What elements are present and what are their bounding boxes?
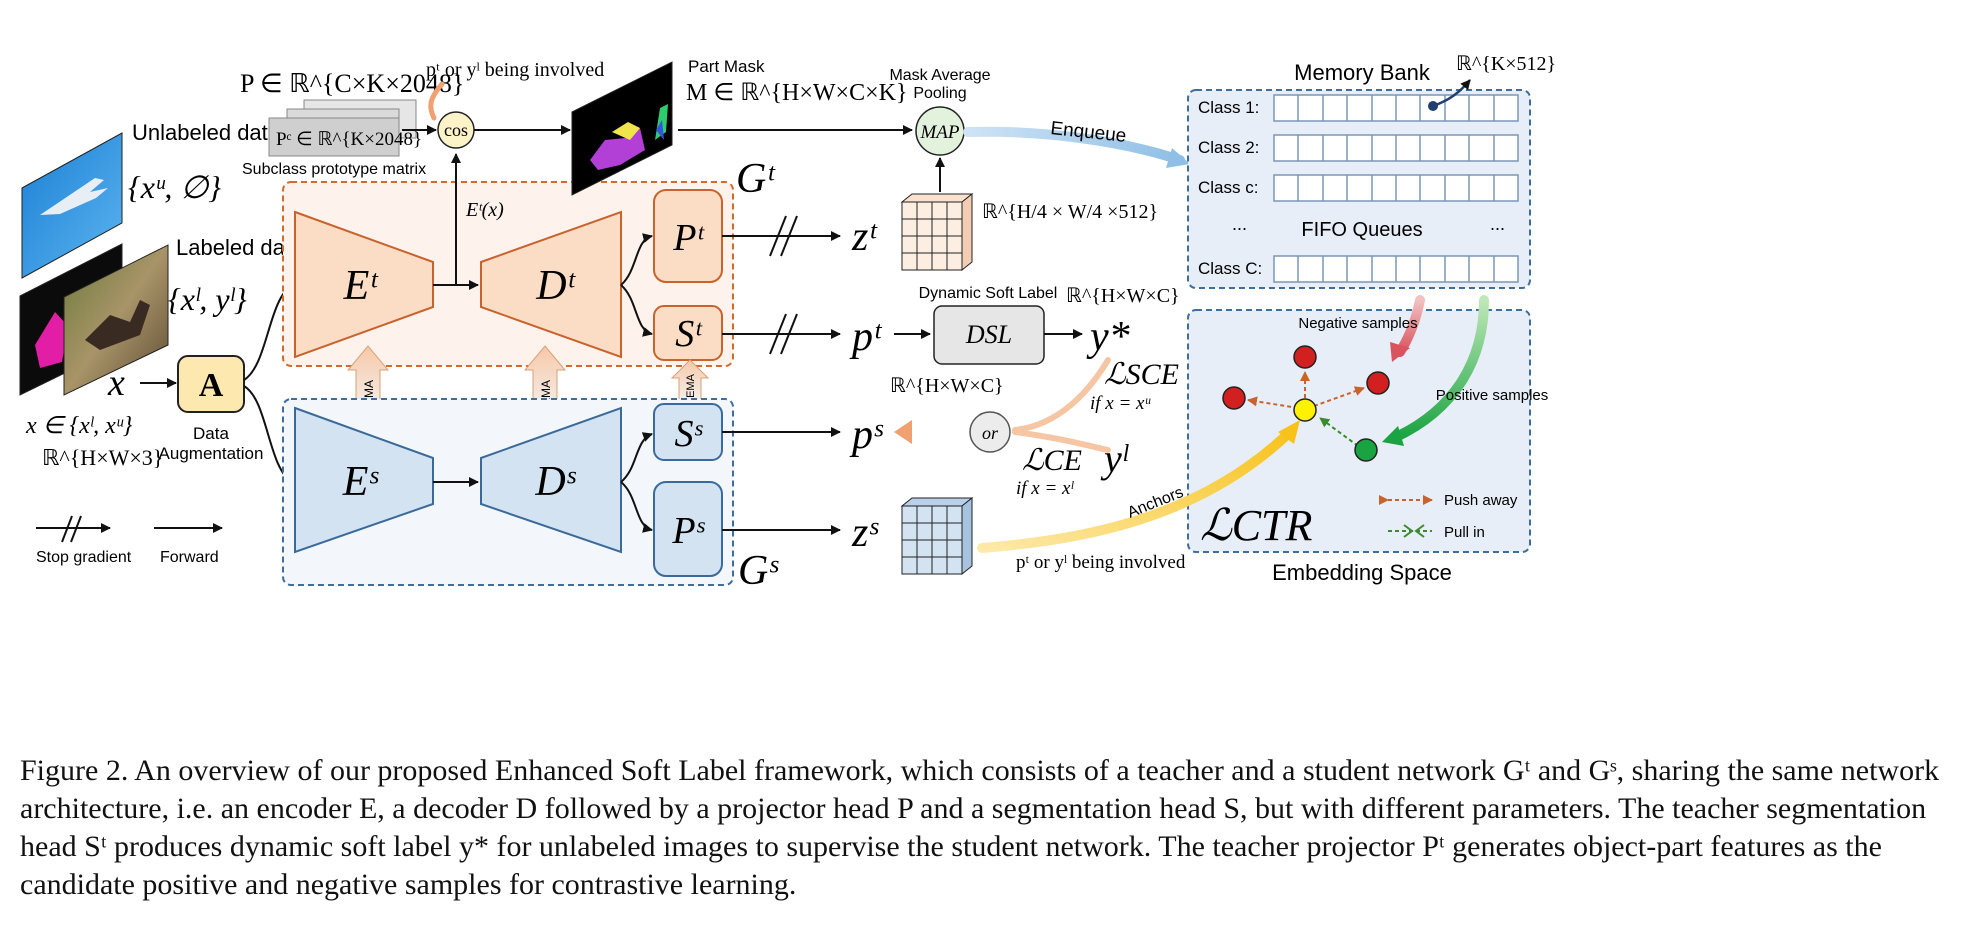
cos-label: cos: [444, 120, 468, 140]
augmentation-label-1: Data: [193, 424, 229, 443]
dsl-output: y*: [1086, 314, 1130, 360]
memory-queues-label: FIFO Queues: [1301, 219, 1422, 241]
student-name: Gˢ: [738, 548, 779, 594]
part-mask-title: Part Mask: [688, 57, 765, 76]
teacher-projector-label: Pᵗ: [672, 217, 705, 259]
input-x: x: [107, 362, 125, 404]
map-title-1: Mask Average: [889, 67, 990, 84]
teacher-name: Gᵗ: [736, 156, 776, 202]
student-decoder: [480, 406, 622, 554]
student-p: pˢ: [849, 412, 884, 458]
student-projector-label: Pˢ: [671, 510, 705, 552]
anchors-involved: pᵗ or yˡ being involved: [1016, 552, 1186, 573]
dsl-shape: ℝ^{H×W×C}: [1066, 285, 1180, 307]
memory-row-class-c: Class c:: [1198, 174, 1519, 202]
embedding-panel: [1187, 309, 1531, 553]
prototype-P-label: P ∈ ℝ^{C×K×2048}: [240, 69, 464, 98]
loss-sce: ℒSCE: [1104, 358, 1179, 391]
augmentation-label-2: Augmentation: [159, 444, 264, 463]
map-feature-shape: ℝ^{H/4 × W/4 ×512}: [982, 201, 1158, 223]
part-mask-formula: M ∈ ℝ^{H×W×C×K}: [686, 80, 907, 106]
ema-arrow-head: EMA: [670, 359, 710, 405]
memory-row-label: Class 2:: [1198, 138, 1259, 157]
prototype-involved: pᵗ or yˡ being involved: [426, 59, 604, 81]
involved-arrow: [428, 81, 445, 121]
embedding-title: Embedding Space: [1272, 560, 1452, 585]
memory-row-class-C: Class C:: [1198, 255, 1519, 283]
input-domain: x ∈ {xˡ, xᵘ}: [25, 413, 133, 439]
student-encoder-label: Eˢ: [342, 459, 380, 505]
teacher-p: pᵗ: [849, 314, 883, 360]
anchors-arrow: [977, 425, 1297, 553]
loss-yl: yˡ: [1100, 436, 1129, 481]
figure-caption: Figure 2. An overview of our proposed En…: [20, 754, 1940, 901]
enqueue-arrow: [963, 126, 1185, 165]
loss-ce-condition: if x = xˡ: [1016, 478, 1074, 499]
negative-sample: [1366, 371, 1390, 395]
memory-ellipsis-left: ...: [1232, 214, 1247, 234]
push-legend-label: Push away: [1444, 492, 1518, 509]
loss-ctr: ℒCTR: [1200, 501, 1313, 550]
dsl-symbol: DSL: [965, 320, 1012, 349]
framework-diagram: Unlabeled data {xᵘ, ∅} Labeled data {xˡ,…: [19, 53, 1556, 594]
loss-sce-condition: if x = xᵘ: [1090, 393, 1151, 414]
teacher-decoder: [480, 210, 622, 359]
or-arrow-head: [894, 420, 912, 444]
negative-sample: [1222, 386, 1246, 410]
student-seg-head-label: Sˢ: [674, 413, 703, 455]
teacher-feature-cube: [900, 192, 974, 272]
anchor-sample: [1293, 398, 1317, 422]
unlabeled-title: Unlabeled data: [132, 120, 281, 145]
student-z: zˢ: [851, 510, 879, 556]
negative-label-1: Negative samples: [1298, 315, 1417, 332]
prototype-stack: [268, 99, 417, 157]
input-shape: ℝ^{H×W×3}: [42, 445, 163, 470]
teacher-encoder: [294, 210, 434, 359]
loss-ce: ℒCE: [1022, 444, 1082, 477]
pull-legend-label: Pull in: [1444, 524, 1485, 541]
map-symbol: MAP: [919, 122, 959, 143]
negative-sample: [1293, 345, 1317, 369]
ps-shape: ℝ^{H×W×C}: [890, 375, 1004, 397]
memory-ellipsis-right: ...: [1490, 214, 1505, 234]
memory-row-label: Class 1:: [1198, 98, 1259, 117]
part-mask-image: [571, 61, 673, 196]
memory-row-class-2: Class 2:: [1198, 134, 1519, 162]
positive-arrow: [1389, 295, 1489, 443]
teacher-z: zᵗ: [851, 214, 878, 260]
positive-sample: [1354, 438, 1378, 462]
or-label: or: [982, 423, 999, 443]
enqueue-label: Enqueue: [1049, 118, 1127, 147]
memory-row-class-1: Class 1:: [1198, 94, 1519, 122]
labeled-image-photo: [63, 244, 169, 396]
positive-label: Positive samples: [1436, 387, 1549, 404]
memory-row-label: Class c:: [1198, 178, 1258, 197]
map-title-2: Pooling: [913, 85, 966, 102]
forward-label: Forward: [160, 549, 219, 566]
student-decoder-label: Dˢ: [534, 459, 576, 505]
teacher-decoder-label: Dᵗ: [535, 263, 576, 309]
stop-gradient-label: Stop gradient: [36, 549, 132, 566]
teacher-feature-label: Eᵗ(x): [465, 199, 504, 221]
memory-row-label: Class C:: [1198, 259, 1262, 278]
dsl-title: Dynamic Soft Label: [919, 285, 1058, 302]
labeled-set: {xˡ, yˡ}: [168, 281, 247, 317]
augmentation-box: [177, 355, 245, 413]
prototype-Pc-label: Pᶜ ∈ ℝ^{K×2048}: [276, 129, 422, 150]
teacher-seg-head-label: Sᵗ: [675, 313, 703, 355]
student-feature-cube: [900, 496, 974, 576]
student-encoder: [294, 406, 434, 554]
unlabeled-set: {xᵘ, ∅}: [128, 169, 221, 205]
ema-label: EMA: [685, 373, 697, 398]
augmentation-symbol: A: [199, 367, 224, 404]
teacher-encoder-label: Eᵗ: [343, 263, 380, 309]
prototype-caption: Subclass prototype matrix: [242, 161, 426, 178]
memory-bank-dim: ℝ^{K×512}: [1456, 53, 1556, 75]
unlabeled-image: [21, 132, 123, 279]
memory-bank-title: Memory Bank: [1294, 60, 1431, 85]
